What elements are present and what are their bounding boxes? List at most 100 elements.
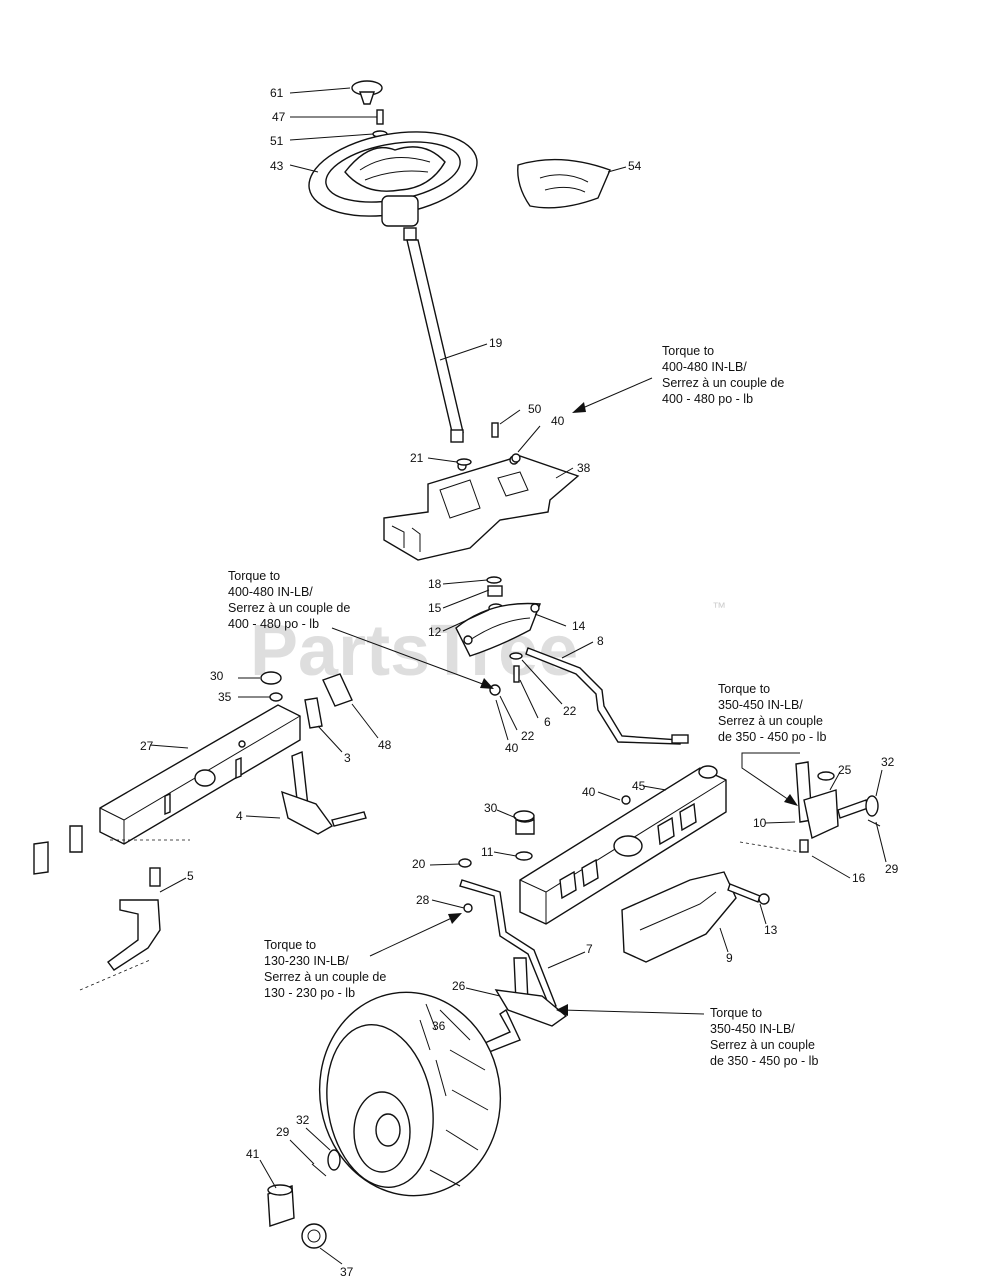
callout: 30	[484, 801, 498, 815]
callout: 20	[412, 857, 426, 871]
bracket-bolt	[513, 665, 520, 683]
bracket-washer	[509, 652, 523, 660]
callout: 25	[838, 763, 852, 777]
svg-text:130-230 IN-LB/: 130-230 IN-LB/	[264, 954, 349, 968]
callout: 22	[521, 729, 535, 743]
steering-wheel-insert	[517, 158, 611, 209]
svg-text:Serrez à un couple: Serrez à un couple	[710, 1038, 815, 1052]
callout: 51	[270, 134, 284, 148]
callout: 6	[544, 715, 551, 729]
axle-cap-right	[513, 810, 535, 822]
torque-note-spindle-right: Torque to 350-450 IN-LB/ Serrez à un cou…	[718, 682, 826, 744]
steering-shaft	[403, 227, 464, 443]
callout: 50	[528, 402, 542, 416]
svg-text:400-480 IN-LB/: 400-480 IN-LB/	[662, 360, 747, 374]
plate-bolt	[491, 422, 499, 438]
right-cotter-pin	[867, 819, 881, 827]
svg-text:Torque to: Torque to	[264, 938, 316, 952]
callout-numbers: 61 47 51 43 54 19 50 40 21 38 18 15 12 1…	[140, 86, 899, 1279]
steering-bolt	[376, 109, 384, 125]
torque-note-plate: Torque to 400-480 IN-LB/ Serrez à un cou…	[662, 344, 784, 406]
steering-cap	[351, 80, 383, 105]
callout: 28	[416, 893, 430, 907]
leader-lines	[149, 87, 887, 1265]
pinion-gear	[487, 585, 503, 597]
svg-text:de 350 - 450 po - lb: de 350 - 450 po - lb	[710, 1054, 818, 1068]
callout: 45	[632, 779, 646, 793]
callout: 11	[481, 845, 494, 859]
callout: 32	[296, 1113, 310, 1127]
torque-note-spindle-left: Torque to 350-450 IN-LB/ Serrez à un cou…	[710, 1006, 818, 1068]
front-axle-main	[519, 765, 727, 925]
axle-bushing-cap	[260, 671, 282, 685]
spindle-right	[795, 761, 869, 840]
torque-note-bracket: Torque to 400-480 IN-LB/ Serrez à un cou…	[228, 569, 350, 631]
steering-wheel	[308, 131, 478, 227]
callout: 7	[586, 942, 593, 956]
svg-text:400-480 IN-LB/: 400-480 IN-LB/	[228, 585, 313, 599]
svg-text:de 350 - 450 po - lb: de 350 - 450 po - lb	[718, 730, 826, 744]
callout: 35	[218, 690, 232, 704]
callout: 16	[852, 871, 866, 885]
svg-text:350-450 IN-LB/: 350-450 IN-LB/	[710, 1022, 795, 1036]
svg-text:Torque to: Torque to	[228, 569, 280, 583]
callout: 27	[140, 739, 154, 753]
axle-washer	[515, 851, 533, 861]
callout: 54	[628, 159, 642, 173]
svg-text:130 - 230 po - lb: 130 - 230 po - lb	[264, 986, 355, 1000]
callout: 22	[563, 704, 577, 718]
callout: 9	[726, 951, 733, 965]
gear-washer	[486, 576, 502, 584]
left-bushings	[33, 825, 83, 875]
watermark-trademark: ™	[712, 599, 726, 615]
callout: 61	[270, 86, 284, 100]
svg-text:Serrez à un couple: Serrez à un couple	[718, 714, 823, 728]
spindle-bolt	[799, 839, 809, 853]
callout: 13	[764, 923, 778, 937]
callout: 8	[597, 634, 604, 648]
wheel-nut	[301, 1223, 327, 1249]
axle-spacer	[322, 673, 353, 707]
axle-nut	[621, 795, 631, 805]
wheel-cotter-pin	[311, 1163, 327, 1177]
svg-text:Torque to: Torque to	[718, 682, 770, 696]
front-tire	[318, 991, 502, 1197]
callout: 40	[505, 741, 519, 755]
steering-support-plate	[383, 455, 580, 561]
callout: 12	[428, 625, 442, 639]
front-axle-left	[99, 704, 301, 845]
callout: 29	[276, 1125, 290, 1139]
callout: 14	[572, 619, 586, 633]
callout: 18	[428, 577, 442, 591]
callout: 15	[428, 601, 442, 615]
svg-text:400 - 480 po - lb: 400 - 480 po - lb	[662, 392, 753, 406]
callout: 21	[410, 451, 424, 465]
drag-link	[525, 647, 689, 745]
callout: 40	[551, 414, 565, 428]
callout: 19	[489, 336, 503, 350]
hub-cap	[267, 1184, 295, 1227]
callout: 10	[753, 816, 767, 830]
torque-arrows	[331, 377, 800, 1016]
callout: 43	[270, 159, 284, 173]
spindle-left	[281, 751, 367, 835]
front-spindle	[476, 957, 568, 1055]
spindle-lower	[107, 867, 161, 971]
svg-text:Torque to: Torque to	[710, 1006, 762, 1020]
callout: 5	[187, 869, 194, 883]
plate-nut	[511, 453, 521, 463]
right-washer	[865, 795, 879, 817]
svg-text:Serrez à un couple de: Serrez à un couple de	[228, 601, 350, 615]
callout: 30	[210, 669, 224, 683]
callout: 47	[272, 110, 286, 124]
svg-text:350-450 IN-LB/: 350-450 IN-LB/	[718, 698, 803, 712]
wheel-washer	[327, 1149, 341, 1171]
callout: 48	[378, 738, 392, 752]
callout: 4	[236, 809, 243, 823]
callout: 29	[885, 862, 899, 876]
callout: 38	[577, 461, 591, 475]
callout: 37	[340, 1265, 354, 1279]
callout: 40	[582, 785, 596, 799]
svg-text:Torque to: Torque to	[662, 344, 714, 358]
